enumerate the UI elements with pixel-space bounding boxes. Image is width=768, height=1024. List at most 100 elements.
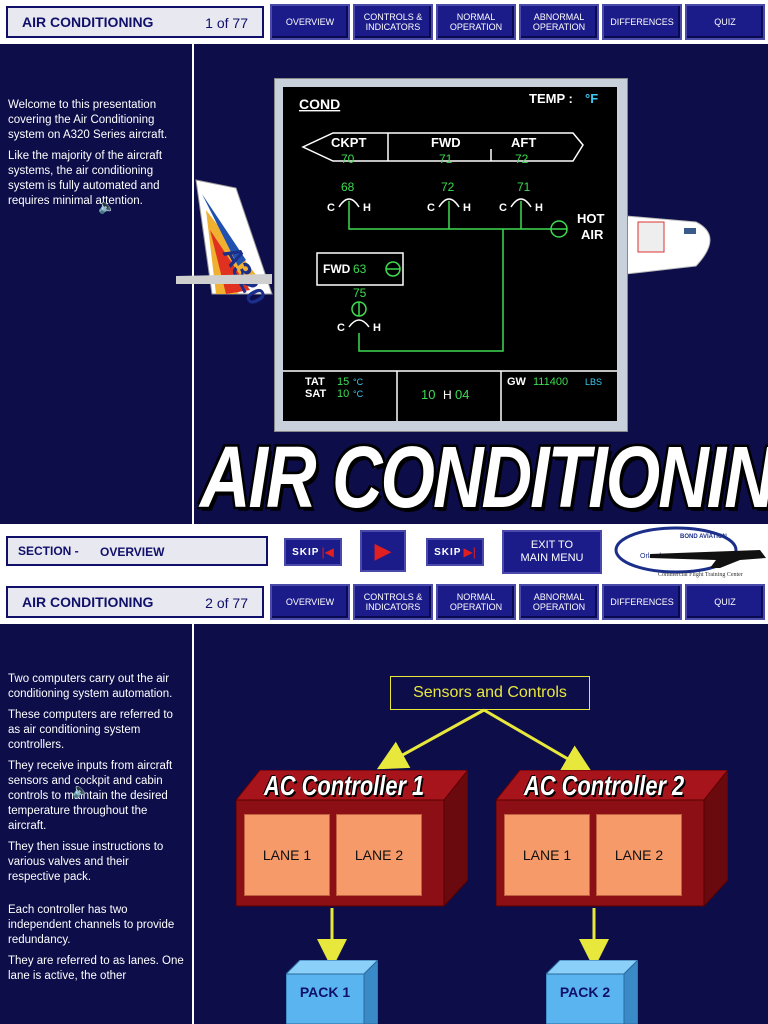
stabilizer [176, 274, 272, 284]
tail-fin: A320 [195, 179, 273, 310]
exit-label: EXIT TO MAIN MENU [520, 539, 584, 564]
section-value: OVERVIEW [100, 545, 165, 559]
title-box: AIR CONDITIONING 2 of 77 [6, 586, 264, 618]
gw-unit: LBS [585, 377, 602, 387]
paragraph: Welcome to this presentation covering th… [8, 99, 168, 141]
page-counter: 2 of 77 [205, 595, 248, 611]
valve-h-label: H [463, 202, 471, 214]
controller-title: AC Controller 2 [524, 770, 685, 801]
paragraph: They receive inputs from aircraft sensor… [8, 760, 173, 832]
zone-ckpt-duct: 68 [341, 180, 355, 194]
hot-air-label-2: AIR [581, 227, 604, 242]
module-title: AIR CONDITIONING [22, 594, 154, 610]
intro-text: Welcome to this presentation covering th… [8, 98, 184, 215]
aircraft-illustration: A320 [176, 179, 711, 310]
slide-1: AIR CONDITIONING 1 of 77 OVERVIEW CONTRO… [0, 0, 768, 580]
skip-back-button[interactable]: SKIP |◀ [284, 538, 342, 566]
ecam-cond-display: COND TEMP : °F CKPT 70 FWD 71 AFT 72 68 … [283, 87, 617, 421]
skip-back-label: SKIP [292, 546, 320, 558]
sensors-controls-box: Sensors and Controls [390, 676, 590, 710]
lane-1-box: LANE 1 [244, 814, 330, 896]
lane-1-box: LANE 1 [504, 814, 590, 896]
page-counter: 1 of 77 [205, 15, 248, 31]
lane-2-box: LANE 2 [596, 814, 682, 896]
arrow-to-controller-1 [376, 708, 485, 770]
gw-label: GW [507, 376, 527, 388]
module-title: AIR CONDITIONING [22, 14, 154, 30]
text-panel: Welcome to this presentation covering th… [0, 44, 194, 524]
nav-normal-operation-button[interactable]: NORMAL OPERATION [436, 4, 516, 40]
zone-fwd-duct: 72 [441, 180, 455, 194]
cargo-label: FWD [323, 262, 351, 276]
paragraph: Two computers carry out the air conditio… [8, 673, 173, 700]
zone-ckpt-temp: 70 [341, 152, 355, 166]
valve-c-label: C [327, 202, 335, 214]
nav-quiz-button[interactable]: QUIZ [685, 4, 765, 40]
valve-c-label: C [499, 202, 507, 214]
tat-value: 15 [337, 376, 349, 388]
sat-unit: °C [353, 389, 364, 399]
paragraph: They then issue instructions to various … [8, 841, 164, 883]
cabin-outline [301, 132, 584, 162]
exit-main-menu-button[interactable]: EXIT TO MAIN MENU [502, 530, 602, 574]
ac-controller-1: AC Controller 1 LANE 1 LANE 2 [236, 770, 468, 910]
nav-abnormal-operation-button[interactable]: ABNORMAL OPERATION [519, 4, 599, 40]
nav-quiz-button[interactable]: QUIZ [685, 584, 765, 620]
nav-overview-button[interactable]: OVERVIEW [270, 584, 350, 620]
nav-controls-indicators-button[interactable]: CONTROLS & INDICATORS [353, 4, 433, 40]
paragraph: They are referred to as lanes. One lane … [8, 955, 184, 982]
clock-hours: 10 [421, 387, 435, 402]
play-next-button[interactable]: ▶ [360, 530, 406, 572]
valve-h-label: H [373, 322, 381, 334]
top-navigation-bar: AIR CONDITIONING 2 of 77 OVERVIEW CONTRO… [0, 580, 768, 624]
pack-label: PACK 2 [559, 984, 611, 1000]
ac-controller-2: AC Controller 2 LANE 1 LANE 2 [496, 770, 728, 910]
trim-valve-fwd [438, 198, 460, 208]
title-box: AIR CONDITIONING 1 of 77 [6, 6, 264, 38]
fuselage-nose [625, 215, 711, 275]
skip-forward-button[interactable]: SKIP ▶| [426, 538, 484, 566]
zone-aft-name: AFT [511, 135, 536, 150]
section-label: SECTION - [18, 544, 79, 558]
cargo-box [316, 252, 404, 286]
nav-normal-operation-button[interactable]: NORMAL OPERATION [436, 584, 516, 620]
play-icon: ▶ [374, 538, 392, 563]
nav-differences-button[interactable]: DIFFERENCES [602, 584, 682, 620]
pack-1: PACK 1 [286, 960, 378, 1024]
speaker-icon[interactable]: 🔈 [98, 198, 116, 214]
tat-label: TAT [305, 376, 325, 388]
body-text: Two computers carry out the air conditio… [8, 672, 184, 990]
nav-overview-button[interactable]: OVERVIEW [270, 4, 350, 40]
speaker-icon[interactable]: 🔈 [72, 782, 90, 798]
logo-subtitle: Commercial Flight Training Center [658, 572, 743, 578]
bond-aviation-logo: BOND AVIATION Orlando Commercial Flight … [610, 524, 768, 580]
zone-ckpt-name: CKPT [331, 135, 366, 150]
zone-aft-temp: 72 [515, 152, 529, 166]
skip-forward-icon: ▶| [463, 545, 476, 559]
zone-aft-duct: 71 [517, 180, 531, 194]
logo-text: BOND AVIATION [680, 534, 727, 540]
paragraph: These computers are referred to as air c… [8, 709, 173, 751]
valve-h-label: H [363, 202, 371, 214]
valve-c-label: C [337, 322, 345, 334]
nav-differences-button[interactable]: DIFFERENCES [602, 4, 682, 40]
nav-abnormal-operation-button[interactable]: ABNORMAL OPERATION [519, 584, 599, 620]
clock-sep: H [443, 388, 452, 402]
cargo-temp: 63 [353, 262, 367, 276]
zone-fwd-name: FWD [431, 135, 461, 150]
temp-unit: °F [585, 91, 598, 106]
temp-label: TEMP : [529, 91, 573, 106]
gw-value: 111400 [533, 376, 568, 388]
nav-controls-indicators-button[interactable]: CONTROLS & INDICATORS [353, 584, 433, 620]
trim-valve-ckpt [338, 198, 360, 208]
valve-c-label: C [427, 202, 435, 214]
hot-air-label: HOT [577, 211, 605, 226]
big-title: AIR CONDITIONING [200, 428, 768, 526]
lane-2-box: LANE 2 [336, 814, 422, 896]
slide-2: AIR CONDITIONING 2 of 77 OVERVIEW CONTRO… [0, 580, 768, 1024]
paragraph: Each controller has two independent chan… [8, 904, 175, 946]
sat-value: 10 [337, 388, 349, 400]
cond-title: COND [299, 96, 340, 112]
text-panel: Two computers carry out the air conditio… [0, 624, 194, 1024]
cargo-duct: 75 [353, 286, 367, 300]
